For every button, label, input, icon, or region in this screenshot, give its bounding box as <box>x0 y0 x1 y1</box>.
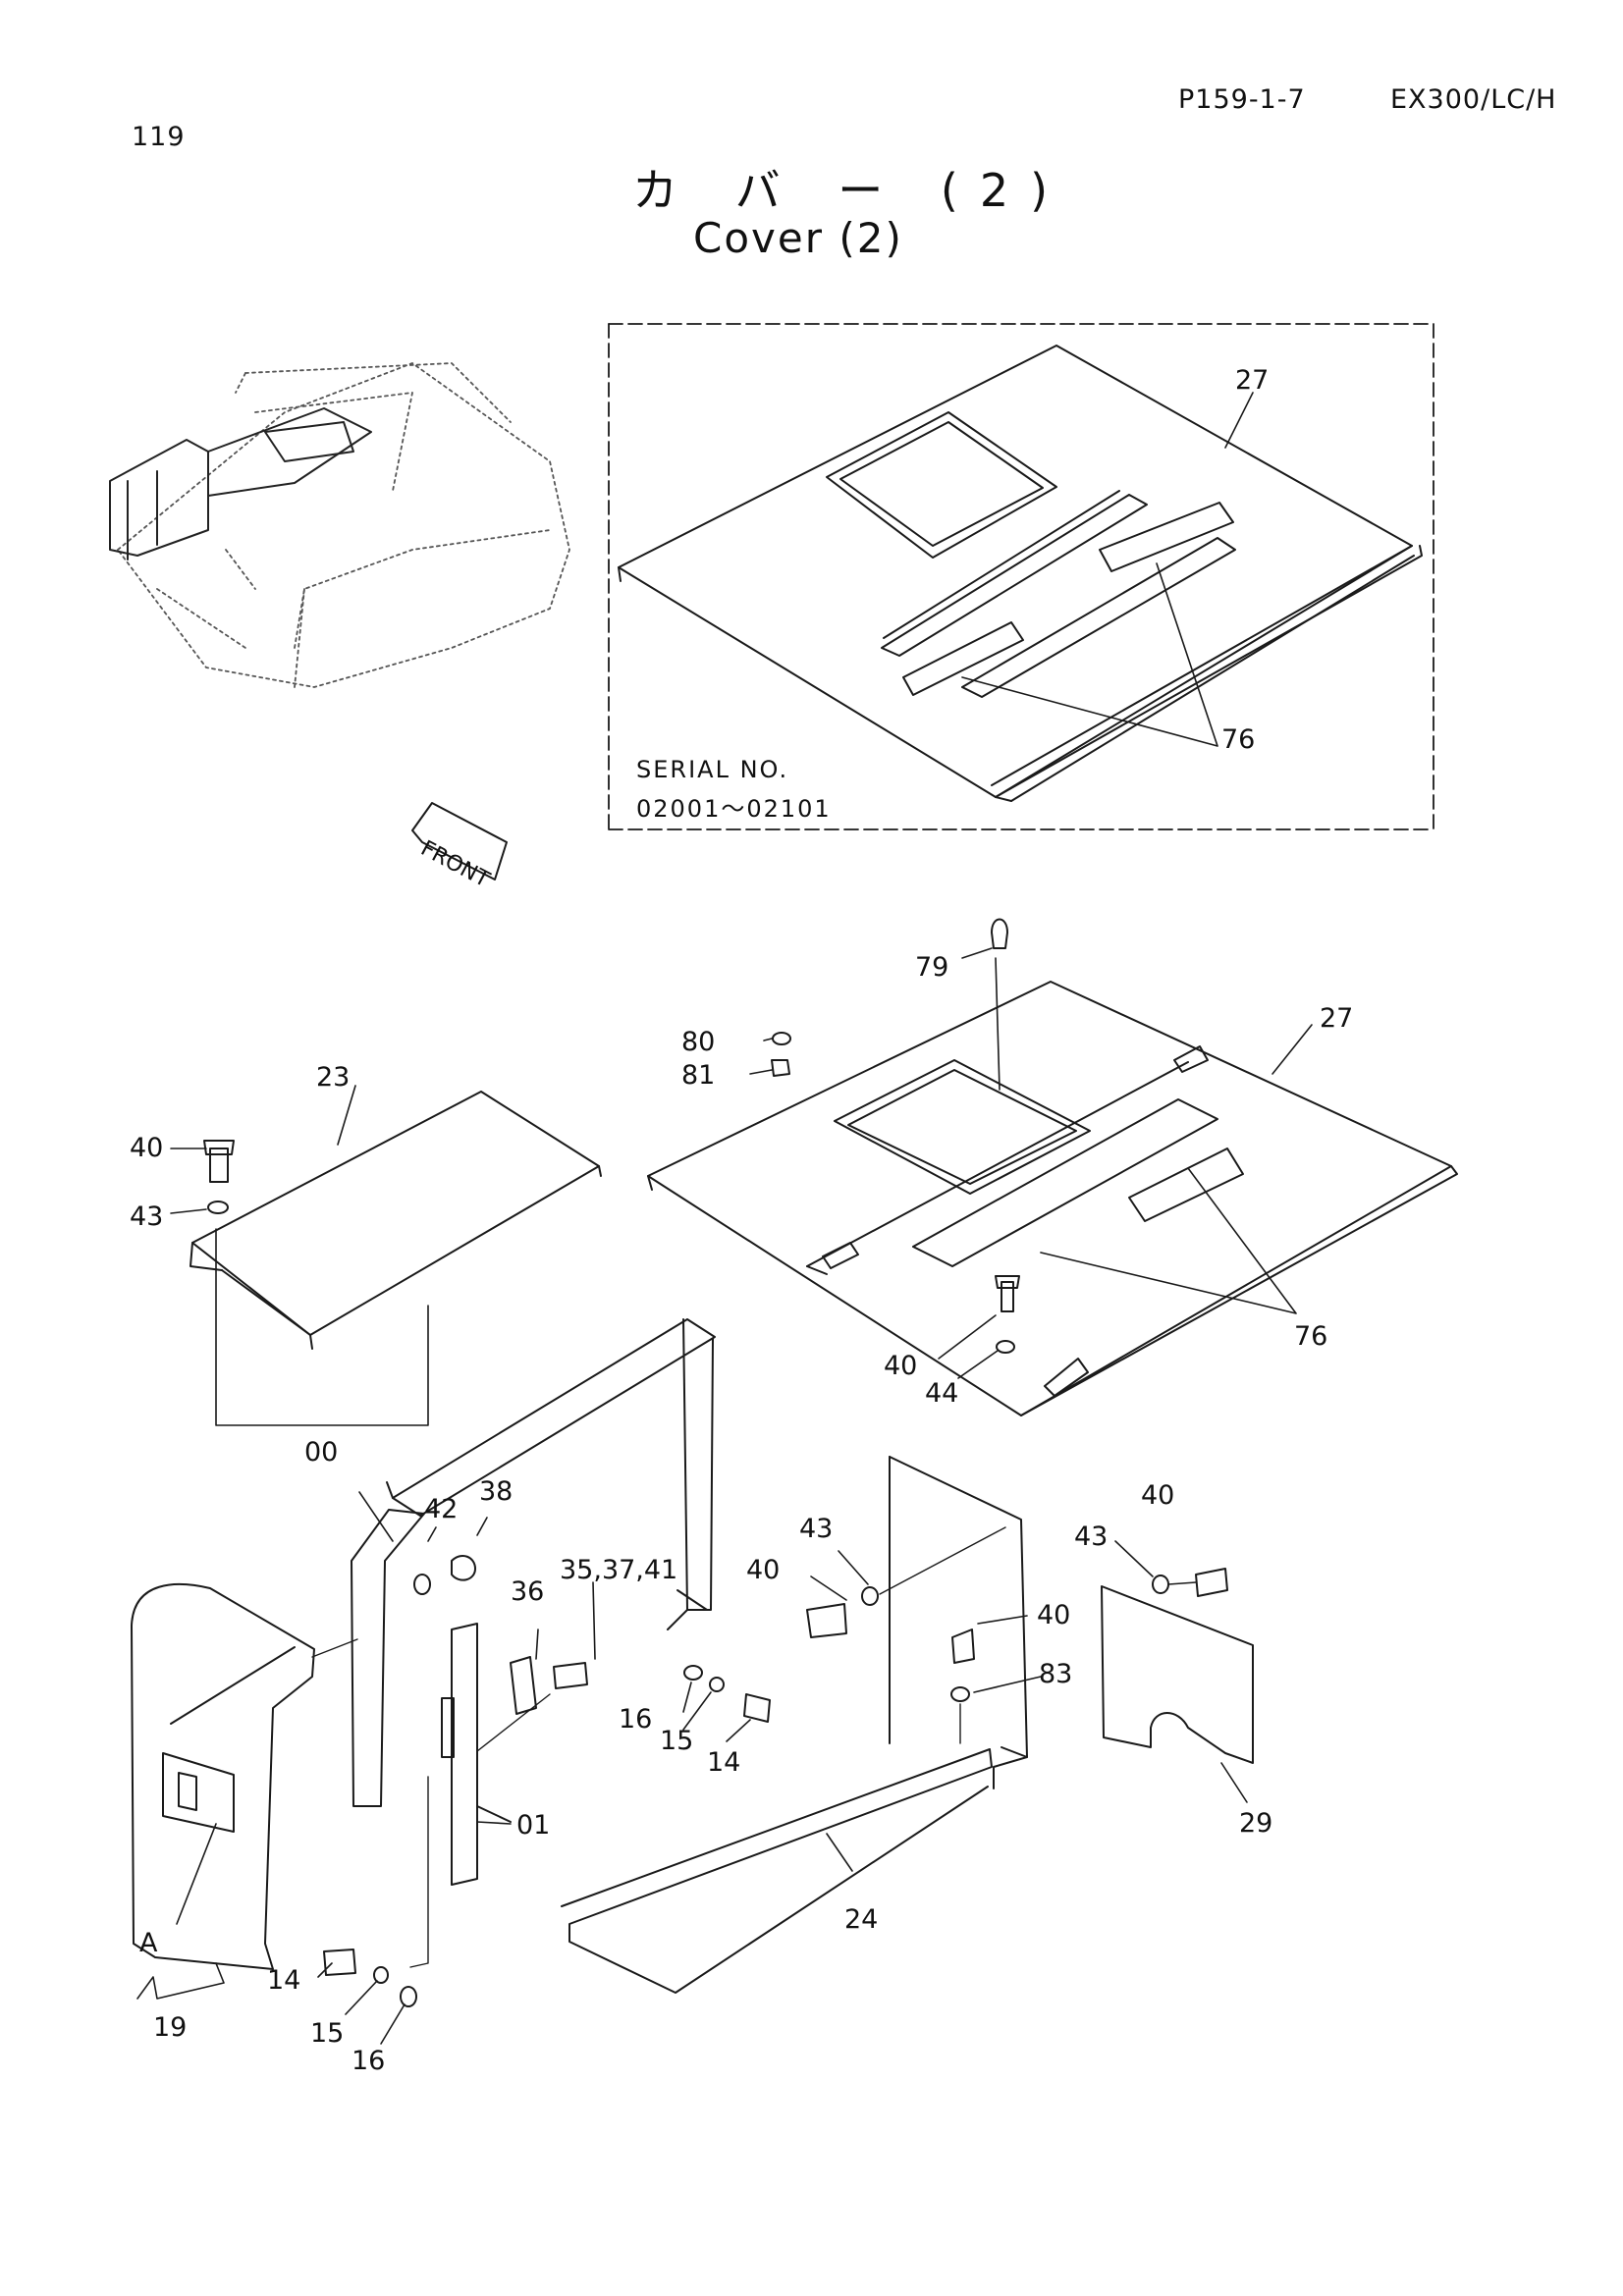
callout-83: 83 <box>1039 1659 1073 1689</box>
callout-23: 23 <box>316 1062 351 1093</box>
leader-23 <box>337 1085 356 1146</box>
leader-01 <box>476 1821 512 1825</box>
callout-27: 27 <box>1320 1003 1354 1034</box>
bolt-35-icon <box>553 1662 588 1689</box>
callout-29: 29 <box>1239 1808 1273 1839</box>
callout-36: 36 <box>511 1576 545 1607</box>
callout-44: 44 <box>925 1378 959 1409</box>
callout-43-b: 43 <box>799 1514 834 1544</box>
leader-24 <box>826 1833 853 1872</box>
callout-40-c: 40 <box>746 1555 781 1585</box>
bolt-14-a-icon <box>743 1693 771 1723</box>
leader-27 <box>1271 1024 1313 1075</box>
callout-14-a: 14 <box>707 1747 741 1778</box>
bolt-14-b-icon <box>323 1949 356 1976</box>
knob-79-icon <box>991 918 1008 949</box>
callout-40-b: 40 <box>884 1351 918 1381</box>
callout-76-top: 76 <box>1221 724 1256 755</box>
callout-79: 79 <box>915 952 949 983</box>
leader-27-inset <box>1224 392 1254 449</box>
leader-A <box>176 1823 217 1925</box>
serial-no-label: SERIAL NO. <box>636 756 789 783</box>
callout-15-b: 15 <box>310 2018 345 2049</box>
bolt-40-b-icon <box>1001 1281 1014 1312</box>
bolt-40-e-icon <box>1195 1568 1228 1597</box>
callout-01: 01 <box>516 1810 551 1841</box>
frame-00 <box>351 1318 716 1807</box>
washer-43-a-icon <box>207 1201 229 1214</box>
bolt-40-c-icon <box>806 1603 847 1638</box>
washer-43-c-icon <box>1152 1575 1169 1594</box>
washer-16-a-icon <box>683 1665 703 1681</box>
page-number: 119 <box>132 122 186 152</box>
callout-42: 42 <box>424 1494 459 1524</box>
cover-plate-23 <box>189 1091 602 1350</box>
callout-16-a: 16 <box>619 1704 653 1735</box>
title-japanese: カ バ ー (2) <box>632 164 1070 217</box>
callout-43-a: 43 <box>130 1201 164 1232</box>
side-cover-19 <box>131 1583 315 1970</box>
callout-00: 00 <box>304 1437 339 1468</box>
bracket-01 <box>441 1623 512 1886</box>
washer-15-b-icon <box>373 1966 389 1984</box>
washer-42-icon <box>413 1574 431 1595</box>
bolt-40-d-icon <box>951 1629 975 1664</box>
callout-81: 81 <box>681 1060 716 1091</box>
washer-80-icon <box>772 1032 791 1045</box>
callout-40-d: 40 <box>1141 1480 1175 1511</box>
front-arrow-icon <box>411 802 508 881</box>
callout-24: 24 <box>844 1904 879 1935</box>
leader-76 <box>1040 1167 1297 1314</box>
part-code: P159-1-7 <box>1178 84 1306 115</box>
washer-83-icon <box>950 1686 970 1702</box>
callout-A: A <box>139 1928 158 1958</box>
hinge-36-icon <box>510 1656 537 1715</box>
washer-16-b-icon <box>400 1986 417 2007</box>
machine-overview-sketch <box>117 362 570 688</box>
callout-19: 19 <box>153 2012 188 2043</box>
bottom-plate-24 <box>561 1456 1028 1994</box>
callout-80: 80 <box>681 1027 716 1057</box>
cover-panel-27-inset <box>618 345 1423 802</box>
callout-15-a: 15 <box>660 1726 694 1756</box>
spacer-38-icon <box>451 1554 476 1581</box>
callout-40-a: 40 <box>130 1133 164 1163</box>
nut-81-icon <box>771 1059 790 1077</box>
washer-44-icon <box>996 1340 1015 1354</box>
callout-14-b: 14 <box>267 1965 301 1996</box>
leader-76-inset <box>961 562 1218 747</box>
callout-16-b: 16 <box>352 2046 386 2076</box>
leader-29 <box>1220 1762 1248 1803</box>
callout-27-top: 27 <box>1235 365 1270 396</box>
serial-no-range: 02001～02101 <box>636 795 832 823</box>
leader-79 <box>961 947 993 959</box>
washer-43-b-icon <box>861 1586 879 1606</box>
callout-76: 76 <box>1294 1321 1328 1352</box>
serial-inset-frame <box>608 323 1434 830</box>
leader-00 <box>358 1491 394 1542</box>
plate-29 <box>1101 1585 1254 1764</box>
cover-panel-27 <box>647 981 1458 1416</box>
callout-38: 38 <box>479 1476 514 1507</box>
callout-35-37-41: 35,37,41 <box>560 1555 678 1585</box>
callout-40-e: 40 <box>1037 1600 1071 1630</box>
callout-43-c: 43 <box>1074 1522 1109 1552</box>
operator-cab-sketch <box>109 407 372 561</box>
model-code: EX300/LC/H <box>1390 84 1557 115</box>
leader-19 <box>136 1962 225 2000</box>
title-english: Cover (2) <box>693 214 903 262</box>
bolt-40-a-icon <box>209 1148 229 1183</box>
washer-15-a-icon <box>709 1677 725 1692</box>
